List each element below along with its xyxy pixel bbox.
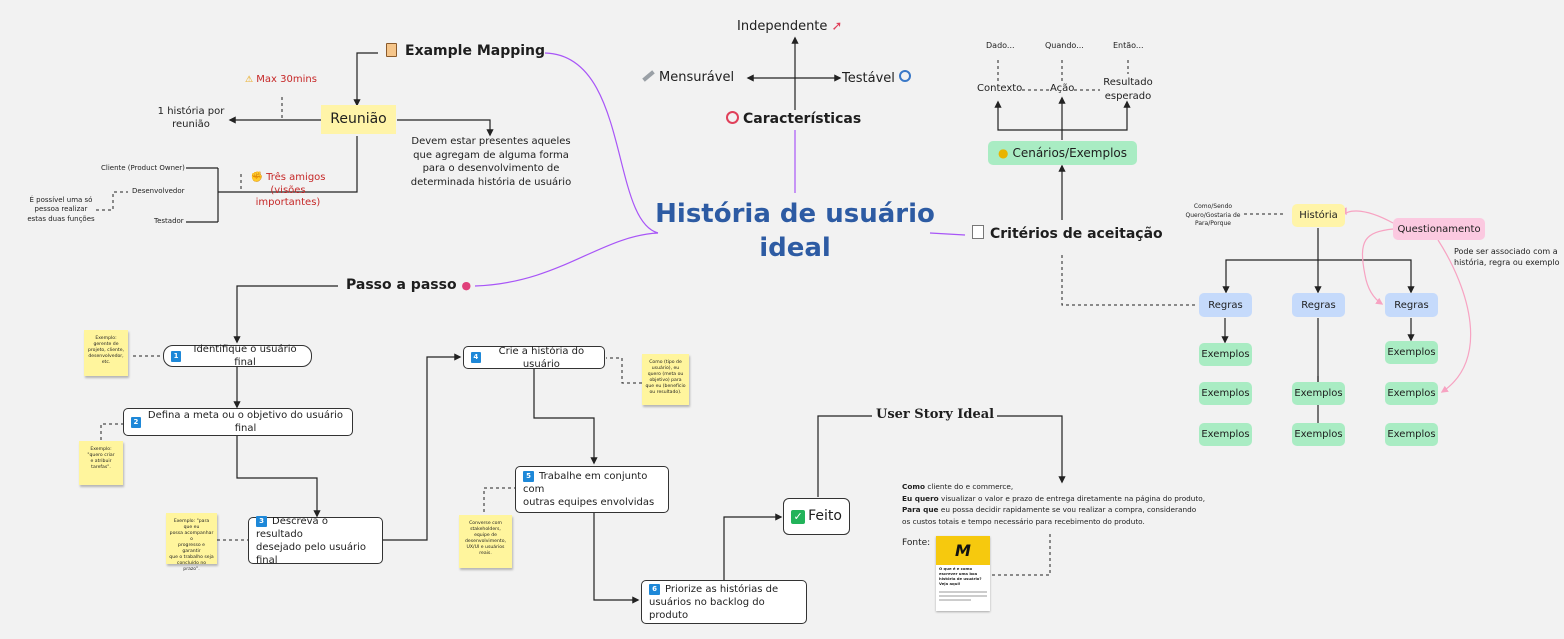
role-tester: Testador <box>154 217 184 225</box>
handshake-icon: ✊ <box>250 172 263 183</box>
quando-label: Quando... <box>1045 41 1084 50</box>
fonte-label: Fonte: <box>902 538 931 548</box>
reuniao-node[interactable]: Reunião <box>321 105 396 134</box>
feito-node[interactable]: ✓Feito <box>783 498 850 535</box>
target-icon <box>726 111 739 124</box>
dado-label: Dado... <box>986 41 1015 50</box>
exemplos-node-1-3[interactable]: Exemplos <box>1199 423 1252 446</box>
magnifier-icon <box>899 70 912 82</box>
contexto-label: Contexto <box>977 83 1023 94</box>
exemplos-node-1-1[interactable]: Exemplos <box>1199 343 1252 366</box>
criterios-topic[interactable]: Critérios de aceitação <box>972 225 1163 244</box>
ruler-icon <box>642 70 655 82</box>
entao-label: Então... <box>1113 41 1144 50</box>
caracteristicas-topic[interactable]: Características <box>726 111 861 129</box>
acao-label: Ação <box>1050 83 1075 94</box>
exemplos-node-3-2[interactable]: Exemplos <box>1385 382 1438 405</box>
user-story-title: User Story Ideal <box>876 407 995 422</box>
exemplos-node-3-1[interactable]: Exemplos <box>1385 341 1438 364</box>
cenarios-node[interactable]: ●Cenários/Exemplos <box>988 141 1137 165</box>
user-story-text: Como cliente do e commerce, Eu quero vis… <box>902 482 1206 527</box>
pin-icon: ● <box>461 279 472 292</box>
rocket-icon: ➚ <box>831 19 843 34</box>
role-product-owner: Cliente (Product Owner) <box>101 164 185 172</box>
historia-node[interactable]: História <box>1292 204 1345 227</box>
example-mapping-topic[interactable]: Example Mapping <box>386 43 545 61</box>
max-time-label: ⚠ Max 30mins <box>245 74 317 85</box>
checkmark-icon: ✓ <box>791 509 806 524</box>
regras-node-1[interactable]: Regras <box>1199 293 1252 317</box>
testavel-label: Testável <box>842 70 912 87</box>
questionamento-node[interactable]: Questionamento <box>1393 218 1485 240</box>
warning-icon: ⚠ <box>245 75 254 85</box>
passo-a-passo-topic[interactable]: Passo a passo ● <box>346 277 472 293</box>
exemplos-node-3-3[interactable]: Exemplos <box>1385 423 1438 446</box>
exemplos-node-1-2[interactable]: Exemplos <box>1199 382 1252 405</box>
memo-icon <box>972 225 984 239</box>
mensuravel-label: Mensurável <box>642 70 734 86</box>
regras-node-2[interactable]: Regras <box>1292 293 1345 317</box>
role-developer: Desenvolvedor <box>132 187 185 195</box>
lightbulb-icon: ● <box>997 146 1009 160</box>
central-topic-title[interactable]: História de usuário ideal <box>655 199 935 263</box>
exemplos-node-2-1[interactable]: Exemplos <box>1292 382 1345 405</box>
logo-icon: M <box>936 536 990 565</box>
clipboard-icon <box>386 43 397 57</box>
exemplos-node-2-2[interactable]: Exemplos <box>1292 423 1345 446</box>
independente-label: Independente ➚ <box>737 19 843 34</box>
regras-node-3[interactable]: Regras <box>1385 293 1438 317</box>
